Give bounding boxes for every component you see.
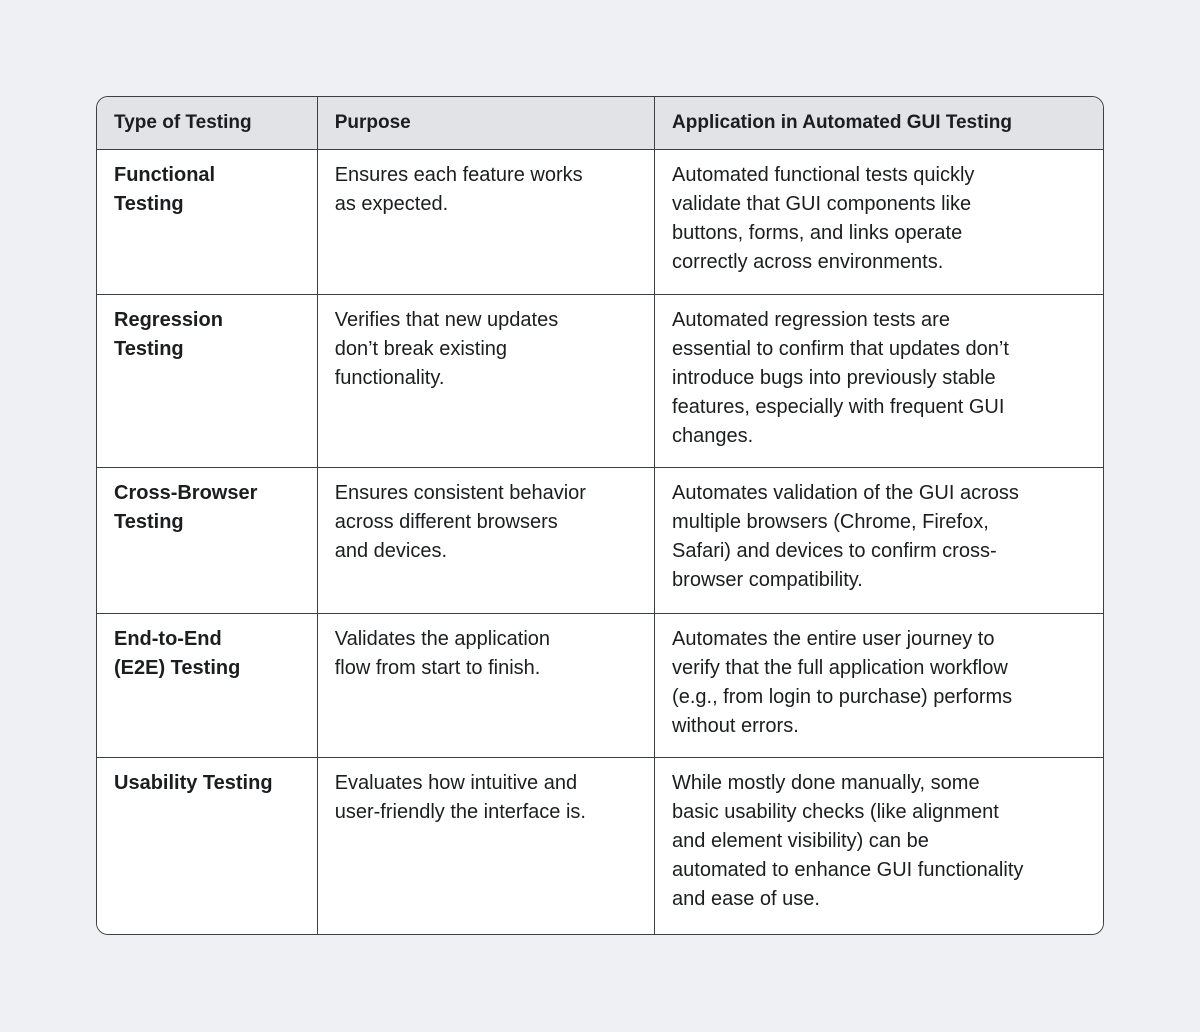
cell-purpose: Validates the application flow from star…: [316, 612, 656, 758]
cell-application: Automated regression tests are essential…: [654, 293, 1103, 468]
column-header-application: Application in Automated GUI Testing: [654, 97, 1103, 150]
table-header: Type of Testing Purpose Application in A…: [97, 97, 1103, 150]
cell-application: Automates the entire user journey to ver…: [654, 612, 1103, 758]
cell-type-of-testing: Functional Testing: [97, 148, 318, 295]
cell-type-of-testing: Usability Testing: [97, 756, 318, 934]
header-row: Type of Testing Purpose Application in A…: [97, 97, 1103, 150]
cell-purpose: Ensures consistent behavior across diffe…: [316, 466, 656, 614]
cell-type-of-testing: Cross-Browser Testing: [97, 466, 318, 614]
table-row-functional-testing: Functional Testing Ensures each feature …: [97, 148, 1103, 295]
cell-type-of-testing: Regression Testing: [97, 293, 318, 468]
table-row-regression-testing: Regression Testing Verifies that new upd…: [97, 293, 1103, 468]
cell-purpose: Evaluates how intuitive and user-friendl…: [316, 756, 656, 934]
table-row-cross-browser-testing: Cross-Browser Testing Ensures consistent…: [97, 466, 1103, 614]
testing-types-table: Type of Testing Purpose Application in A…: [97, 97, 1103, 934]
table-row-end-to-end-testing: End-to-End (E2E) Testing Validates the a…: [97, 612, 1103, 758]
cell-purpose: Verifies that new updates don’t break ex…: [316, 293, 656, 468]
cell-application: Automates validation of the GUI across m…: [654, 466, 1103, 614]
column-header-purpose: Purpose: [316, 97, 656, 150]
cell-application: While mostly done manually, some basic u…: [654, 756, 1103, 934]
testing-types-table-card: Type of Testing Purpose Application in A…: [96, 96, 1104, 935]
table-body: Functional Testing Ensures each feature …: [97, 148, 1103, 934]
table-row-usability-testing: Usability Testing Evaluates how intuitiv…: [97, 756, 1103, 934]
cell-application: Automated functional tests quickly valid…: [654, 148, 1103, 295]
cell-purpose: Ensures each feature works as expected.: [316, 148, 656, 295]
column-header-type-of-testing: Type of Testing: [97, 97, 318, 150]
cell-type-of-testing: End-to-End (E2E) Testing: [97, 612, 318, 758]
